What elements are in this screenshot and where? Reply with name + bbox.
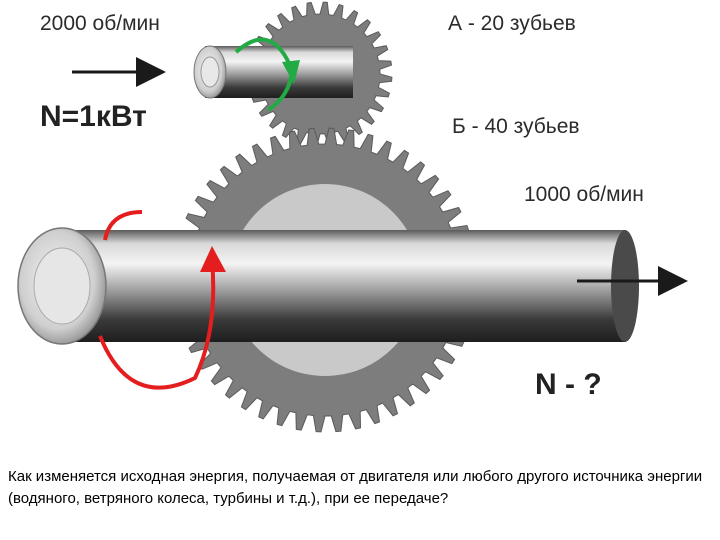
output-speed-label: 1000 об/мин [524,183,644,207]
input-speed-label: 2000 об/мин [40,12,160,36]
gear-a-label: А - 20 зубьев [448,12,576,36]
output-power-label: N - ? [535,368,602,402]
gear-b-label: Б - 40 зубьев [452,115,580,139]
question-caption: Как изменяется исходная энергия, получае… [8,466,714,510]
input-shaft [194,46,353,98]
gear-diagram-svg [0,0,720,460]
input-power-label: N=1кВт [40,100,147,134]
output-shaft [18,228,639,344]
